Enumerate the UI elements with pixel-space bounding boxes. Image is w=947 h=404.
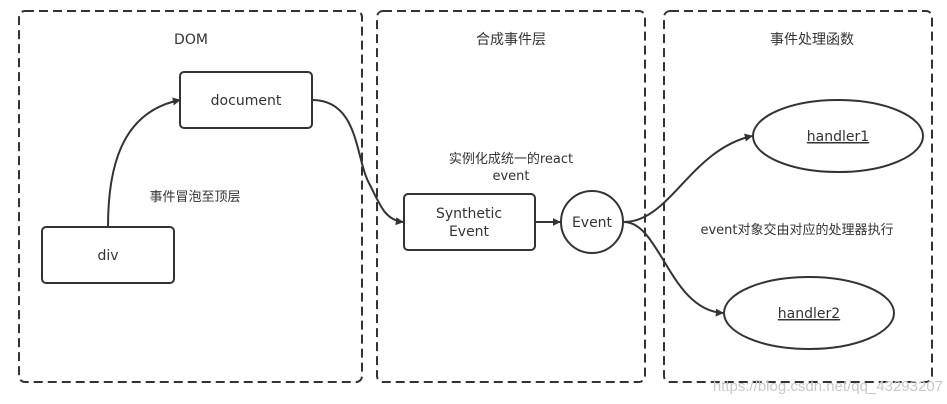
node-div-box [41, 226, 175, 284]
node-synthetic-event-box [403, 193, 536, 251]
node-synthetic-event-label-line2: Event [449, 224, 490, 240]
node-handler1: handler1 [752, 99, 924, 173]
layer-handlers-border [663, 10, 933, 383]
edge-div-to-document [107, 97, 181, 228]
node-synthetic-event: Synthetic Event [403, 193, 536, 251]
annotation-dispatch: event对象交由对应的处理器执行 [700, 222, 893, 238]
layer-synthetic: 合成事件层 [376, 10, 646, 383]
node-event-label: Event [572, 215, 613, 231]
layer-dom-border [18, 10, 363, 383]
node-synthetic-event-label-line1: Synthetic [436, 206, 502, 222]
layer-handlers: 事件处理函数 [663, 10, 933, 383]
node-document-label: document [211, 93, 282, 109]
edge-event-to-handler2 [623, 221, 724, 317]
node-handler2: handler2 [723, 276, 895, 350]
node-event-circle [560, 190, 624, 254]
layer-handlers-title: 事件处理函数 [770, 32, 854, 48]
watermark: https://blog.csdn.net/qq_43293207 [713, 378, 943, 395]
annotation-instantiate-line2: event [492, 169, 529, 184]
edge-event-to-handler1 [623, 133, 753, 223]
node-handler1-ellipse [752, 99, 924, 173]
node-div-label: div [97, 248, 118, 264]
edge-document-to-synthetic [311, 99, 404, 226]
layer-synthetic-title: 合成事件层 [476, 32, 546, 48]
layer-dom-title: DOM [174, 32, 208, 48]
annotation-bubble: 事件冒泡至顶层 [149, 190, 240, 205]
layer-dom: DOM [18, 10, 363, 383]
node-handler2-ellipse [723, 276, 895, 350]
node-div: div [41, 226, 175, 284]
node-handler1-label: handler1 [807, 129, 869, 145]
node-handler2-label: handler2 [778, 306, 840, 322]
node-document-box [179, 71, 313, 129]
layer-synthetic-border [376, 10, 646, 383]
node-event: Event [560, 190, 624, 254]
annotation-instantiate-line1: 实例化成统一的react [449, 151, 573, 167]
node-document: document [179, 71, 313, 129]
